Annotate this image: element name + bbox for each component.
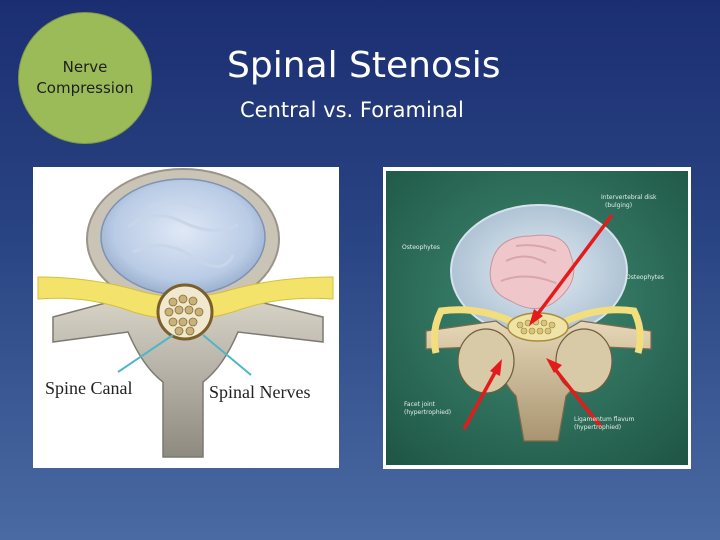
disk-label-line-2: (bulging) — [605, 202, 632, 209]
page-title: Spinal Stenosis — [227, 45, 501, 86]
disk-label-line-1: Intervertebral disk — [601, 194, 657, 201]
badge-line-2: Compression — [36, 79, 134, 97]
central-stenosis-illustration: Spine Canal Spinal Nerves — [33, 167, 339, 468]
nerve-root-left-shape — [430, 306, 513, 354]
spinal-nerves-label: Spinal Nerves — [209, 382, 310, 402]
osteophytes-right-label: Osteophytes — [626, 274, 664, 281]
nerve-compression-badge: Nerve Compression — [18, 12, 152, 144]
intervertebral-disc-shape — [100, 178, 266, 296]
page-subtitle: Central vs. Foraminal — [240, 98, 464, 122]
badge-line-1: Nerve — [62, 58, 108, 76]
facet-joint-right-shape — [555, 328, 613, 394]
osteophytes-left-label: Osteophytes — [402, 244, 440, 251]
facet-label-line-1: Facet joint — [404, 401, 436, 408]
facet-label-line-2: (hypertrophied) — [404, 409, 451, 416]
nerve-root-right-shape — [564, 306, 644, 354]
ligament-label-line-2: (hypertrophied) — [574, 424, 621, 431]
foraminal-stenosis-illustration: Intervertebral disk (bulging) Osteophyte… — [383, 167, 691, 469]
ligament-label-line-1: Ligamentum flavum — [574, 416, 635, 423]
facet-joint-left-shape — [457, 328, 515, 394]
spine-canal-label: Spine Canal — [45, 378, 133, 398]
nucleus-shape — [489, 234, 575, 309]
